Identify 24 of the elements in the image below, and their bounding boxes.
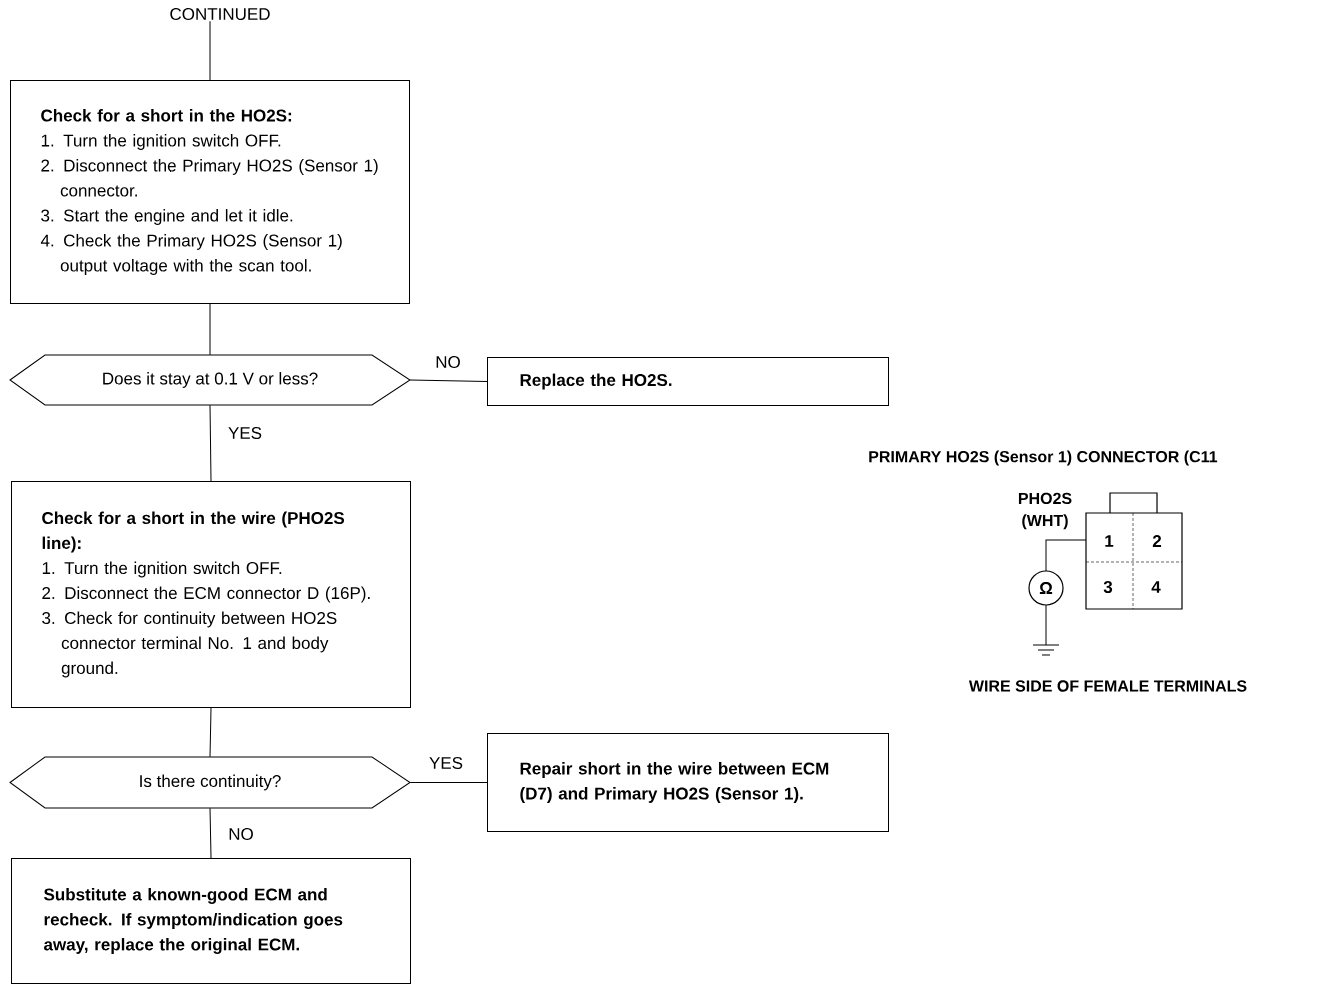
process-box: Check for a short in the wire (PHO2S line): 1. Turn the ignition switch OFF. 2. Disconnect the ECM connector D (16P). 3. Check for continuity between HO2S connector terminal No. 1 and body ground. (11, 481, 411, 708)
flow-line (209, 303, 211, 356)
result-box: Substitute a known-good ECM and recheck. If symptom/indication goes away, replace the original ECM. (11, 858, 411, 984)
result-box: Repair short in the wire between ECM (D7) and Primary HO2S (Sensor 1). (487, 733, 889, 832)
connector-title: PRIMARY HO2S (Sensor 1) CONNECTOR (C11 (869, 450, 1218, 466)
terminal-number: 2 (1152, 535, 1162, 547)
view-caption: WIRE SIDE OF FEMALE TERMINALS (968, 680, 1247, 692)
flow-line (209, 20, 211, 81)
flow-line (209, 807, 212, 859)
edge-label: YES (427, 755, 465, 771)
flow-line (209, 707, 212, 758)
edge-label: YES (226, 425, 264, 441)
continuation-label: CONTINUED (170, 8, 270, 20)
flow-line (409, 782, 488, 783)
terminal-number: 1 (1105, 535, 1114, 547)
process-box: Check for a short in the HO2S: 1. Turn the ignition switch OFF. 2. Disconnect the Primary HO2S (Sensor 1) connector. 3. Start the engine and let it idle. 4. Check the Primary HO2S (Sensor 1) output voltage with the scan tool. (10, 80, 410, 304)
edge-label: NO (433, 354, 463, 370)
wire-label: PHO2S (WHT) (1018, 492, 1072, 530)
terminal-number: 4 (1151, 581, 1161, 593)
flow-line (209, 404, 212, 482)
result-box: Replace the HO2S. (487, 357, 889, 406)
terminal-number: 3 (1103, 580, 1113, 594)
flow-line (409, 379, 488, 382)
edge-label: NO (226, 826, 256, 842)
